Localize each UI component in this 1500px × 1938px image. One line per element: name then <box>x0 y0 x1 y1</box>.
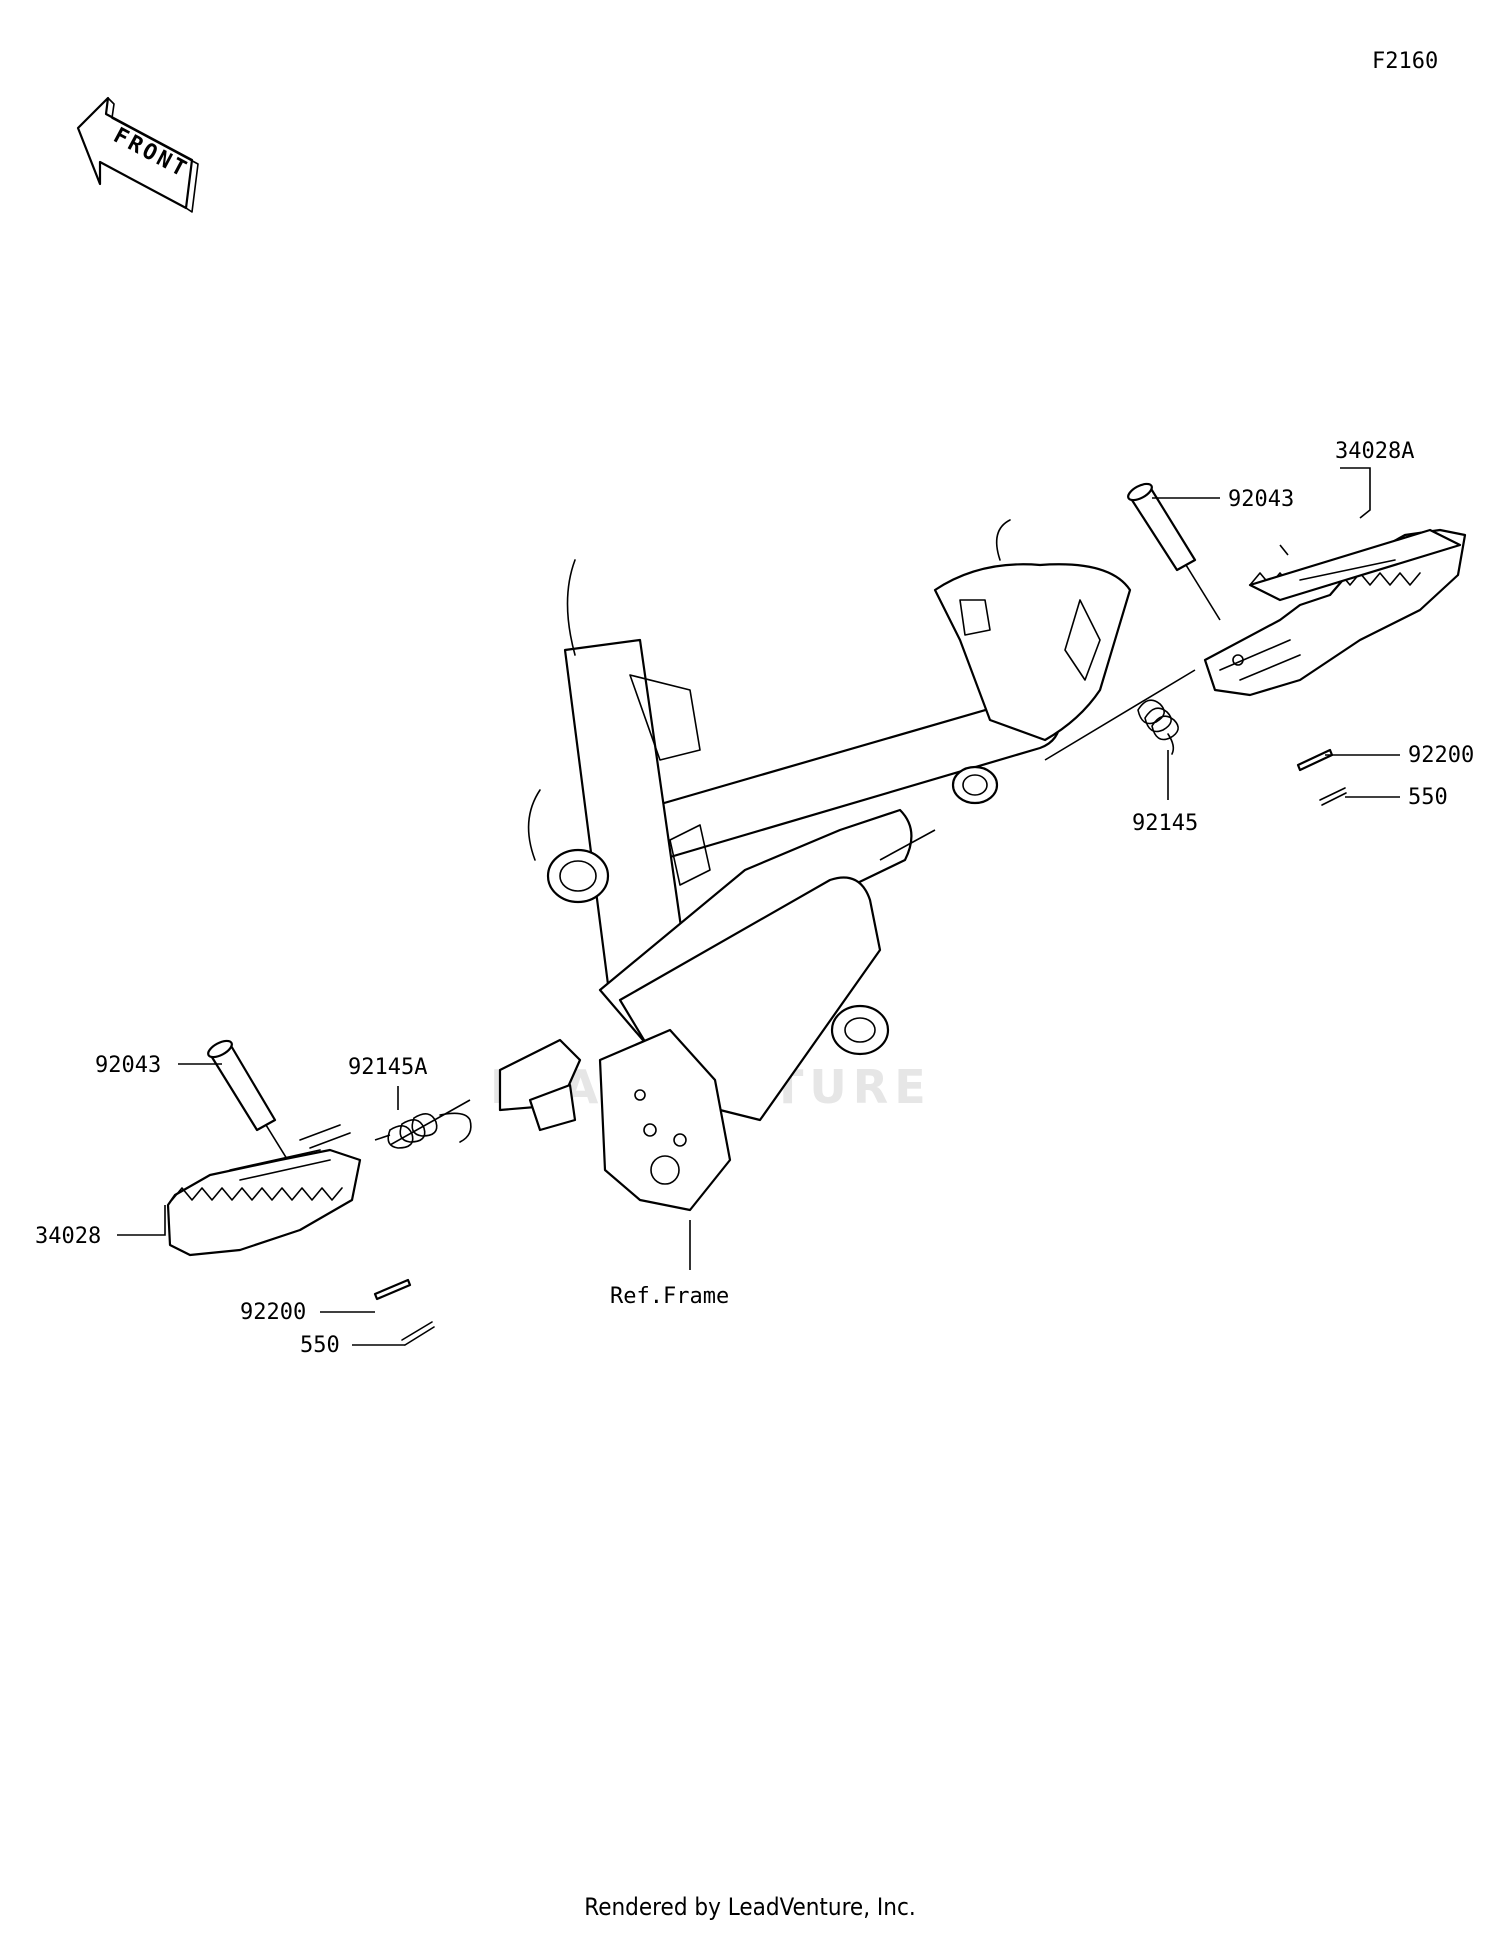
callout-34028A: 34028A <box>1335 439 1414 464</box>
footer-credit: Rendered by LeadVenture, Inc. <box>584 1893 916 1921</box>
reference-frame-label: Ref.Frame <box>610 1284 729 1309</box>
left-pin <box>207 1039 301 1181</box>
frame-drawing <box>498 519 1132 1212</box>
callout-left-92043: 92043 <box>95 1053 161 1078</box>
callout-left-550: 550 <box>300 1333 340 1358</box>
right-footpeg <box>1203 528 1467 697</box>
left-footpeg <box>166 1124 362 1257</box>
callout-left-92200: 92200 <box>240 1300 306 1325</box>
callout-right-92145: 92145 <box>1132 811 1198 836</box>
left-washer <box>373 1278 412 1301</box>
diagram-code: F2160 <box>1372 49 1438 74</box>
left-spring <box>374 1112 472 1149</box>
callout-right-92043: 92043 <box>1228 487 1294 512</box>
callout-right-92200: 92200 <box>1408 743 1474 768</box>
callout-left-34028: 34028 <box>35 1224 101 1249</box>
right-washer <box>1296 748 1334 772</box>
left-cotter <box>401 1321 435 1346</box>
callout-right-550: 550 <box>1408 785 1448 810</box>
front-arrow-icon: FRONT <box>76 96 199 213</box>
right-cotter <box>1319 787 1347 806</box>
right-pin <box>1127 482 1221 621</box>
right-spring <box>1137 699 1179 800</box>
callout-left-92145A: 92145A <box>348 1055 427 1080</box>
